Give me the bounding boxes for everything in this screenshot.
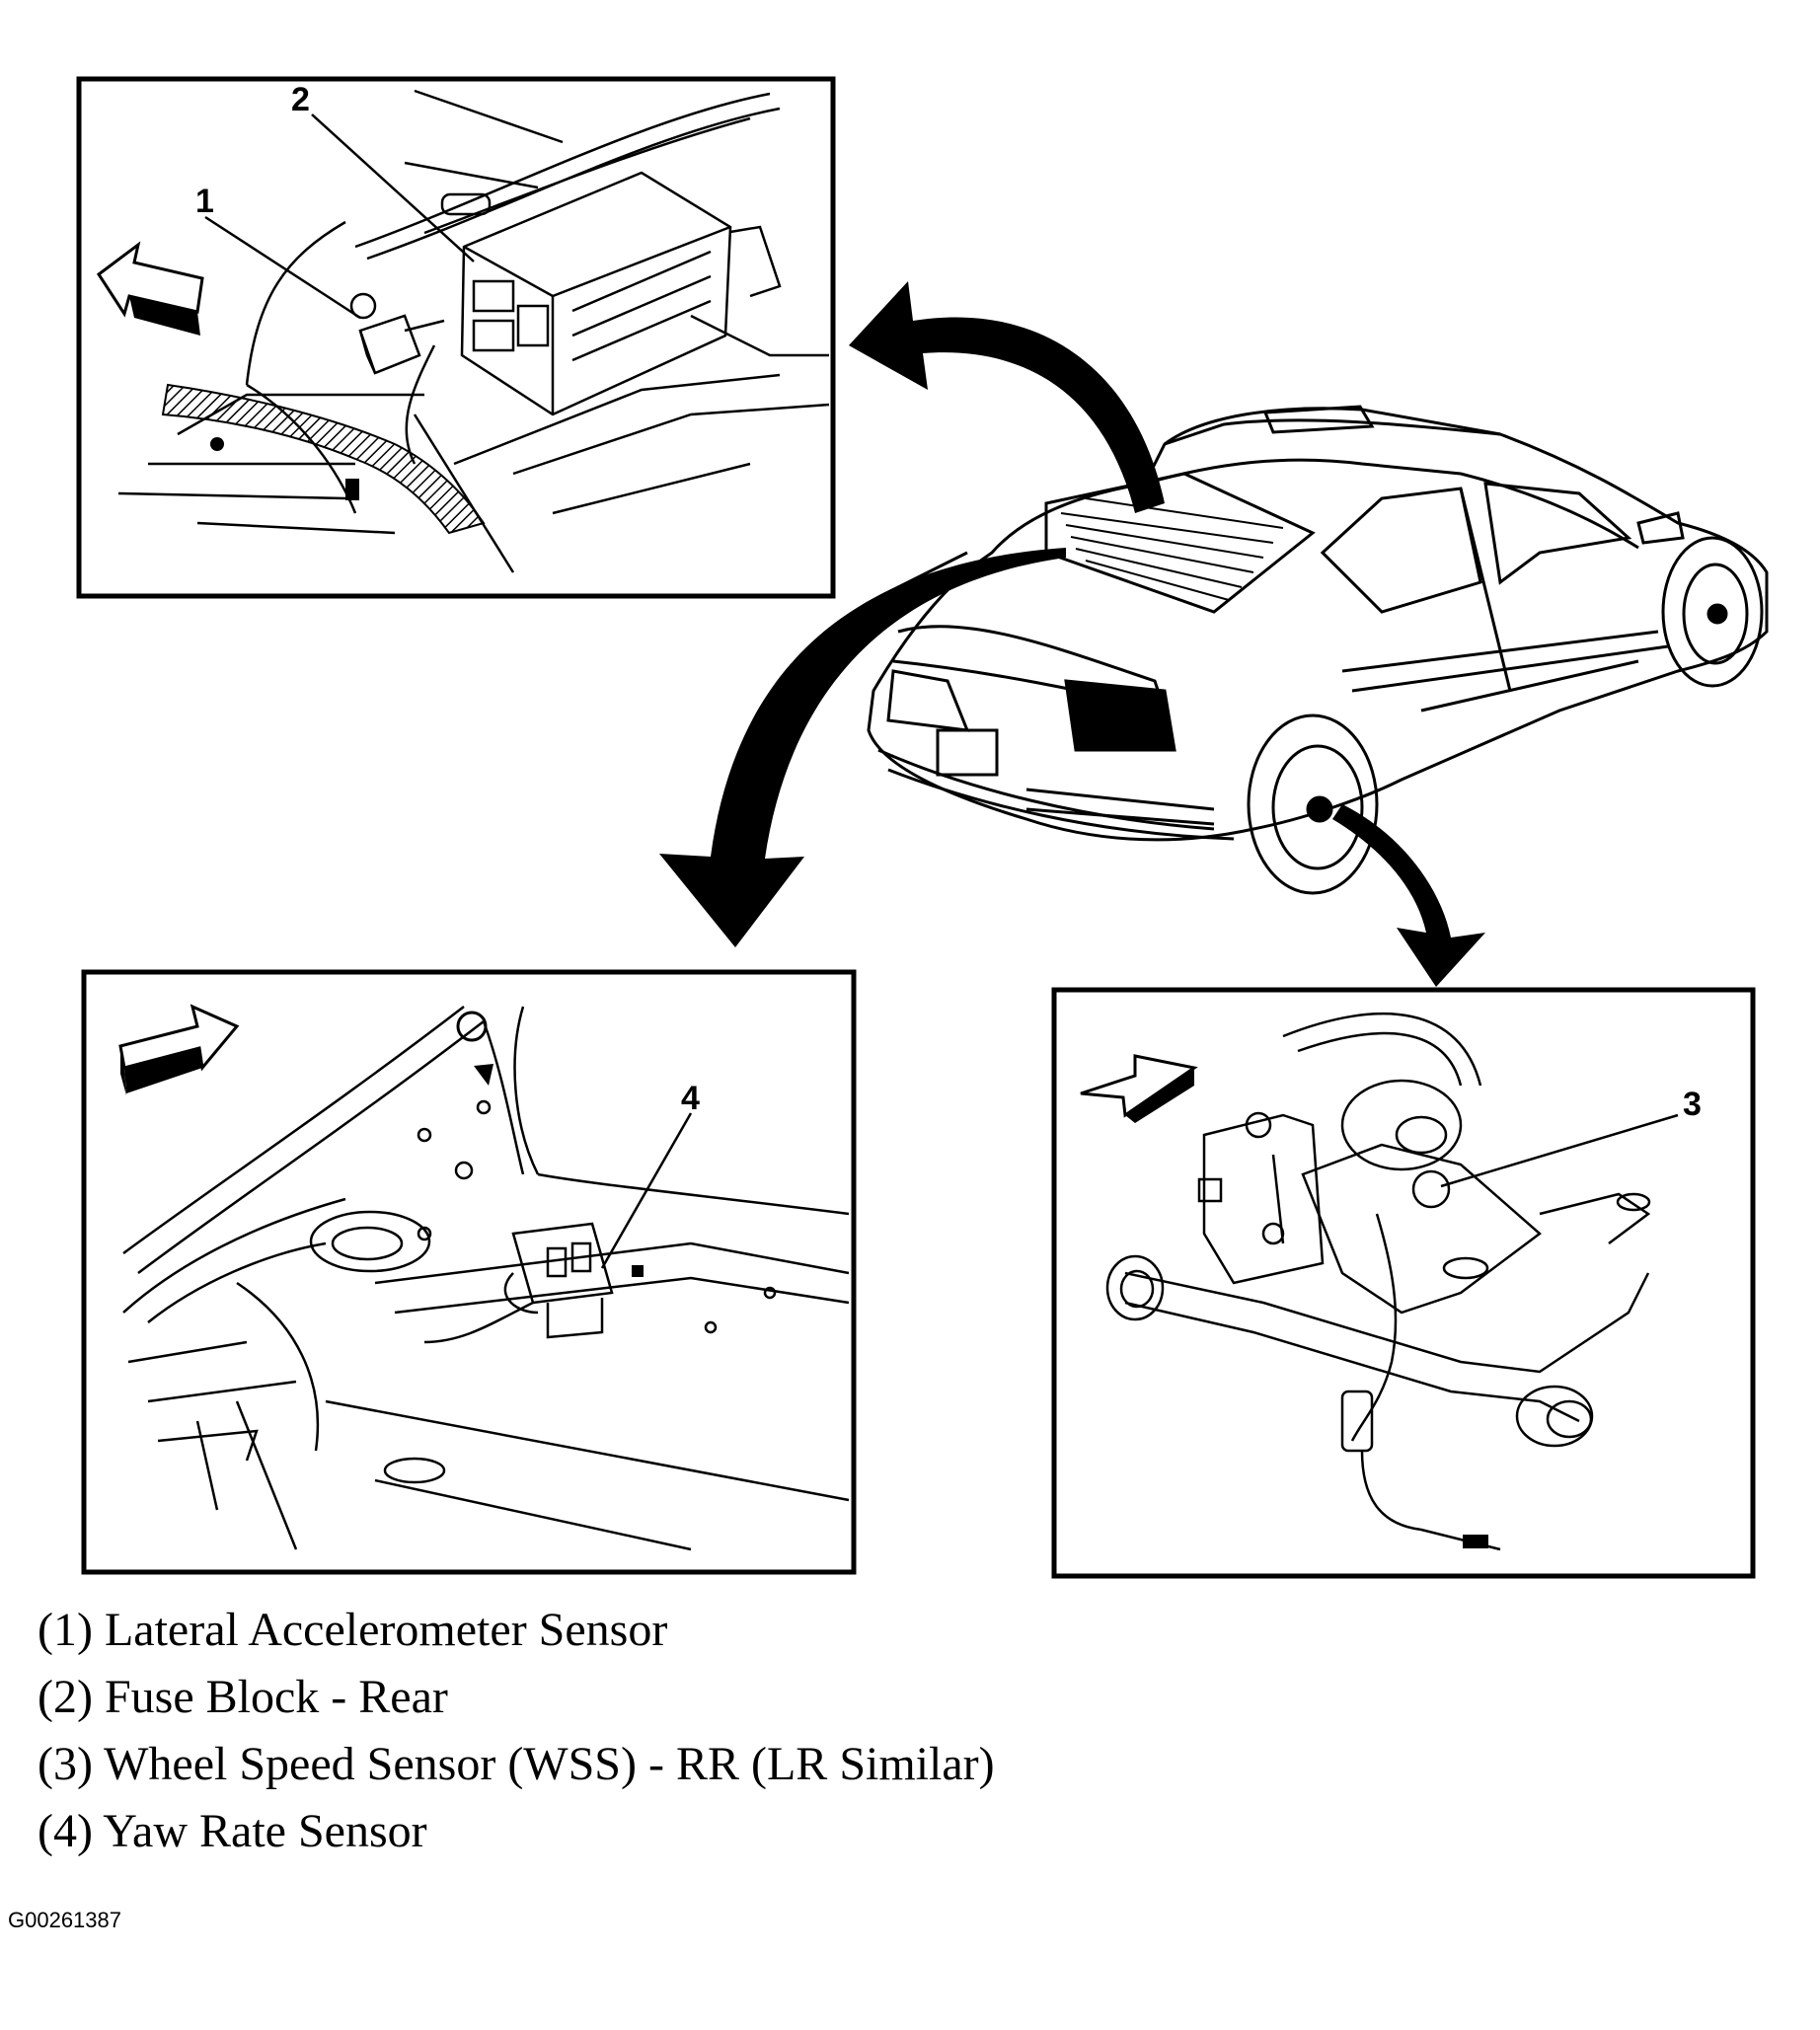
forward-direction-arrow-icon [96,241,204,318]
legend-item-2: (2) Fuse Block - Rear [38,1671,448,1723]
forward-direction-arrow-icon-2 [118,1004,240,1072]
legend-item-4: (4) Yaw Rate Sensor [38,1805,427,1857]
inset-bottom-right: 3 [1051,987,1756,1579]
callout-1-label: 1 [195,183,214,220]
callout-2-label: 2 [291,81,310,118]
inset-top-left: 1 2 [76,76,836,599]
legend-item-1: (1) Lateral Accelerometer Sensor [38,1604,668,1656]
figure-id: G00261387 [8,1908,121,1932]
legend-list: (1) Lateral Accelerometer Sensor (2) Fus… [38,1597,995,1865]
vehicle-rear-view [867,405,1769,895]
pointer-arrows [659,281,1485,987]
callout-4-label: 4 [681,1080,700,1117]
inset-bottom-left: 4 [81,969,857,1575]
callout-3-label: 3 [1683,1086,1702,1123]
legend-item-3: (3) Wheel Speed Sensor (WSS) - RR (LR Si… [38,1738,995,1790]
